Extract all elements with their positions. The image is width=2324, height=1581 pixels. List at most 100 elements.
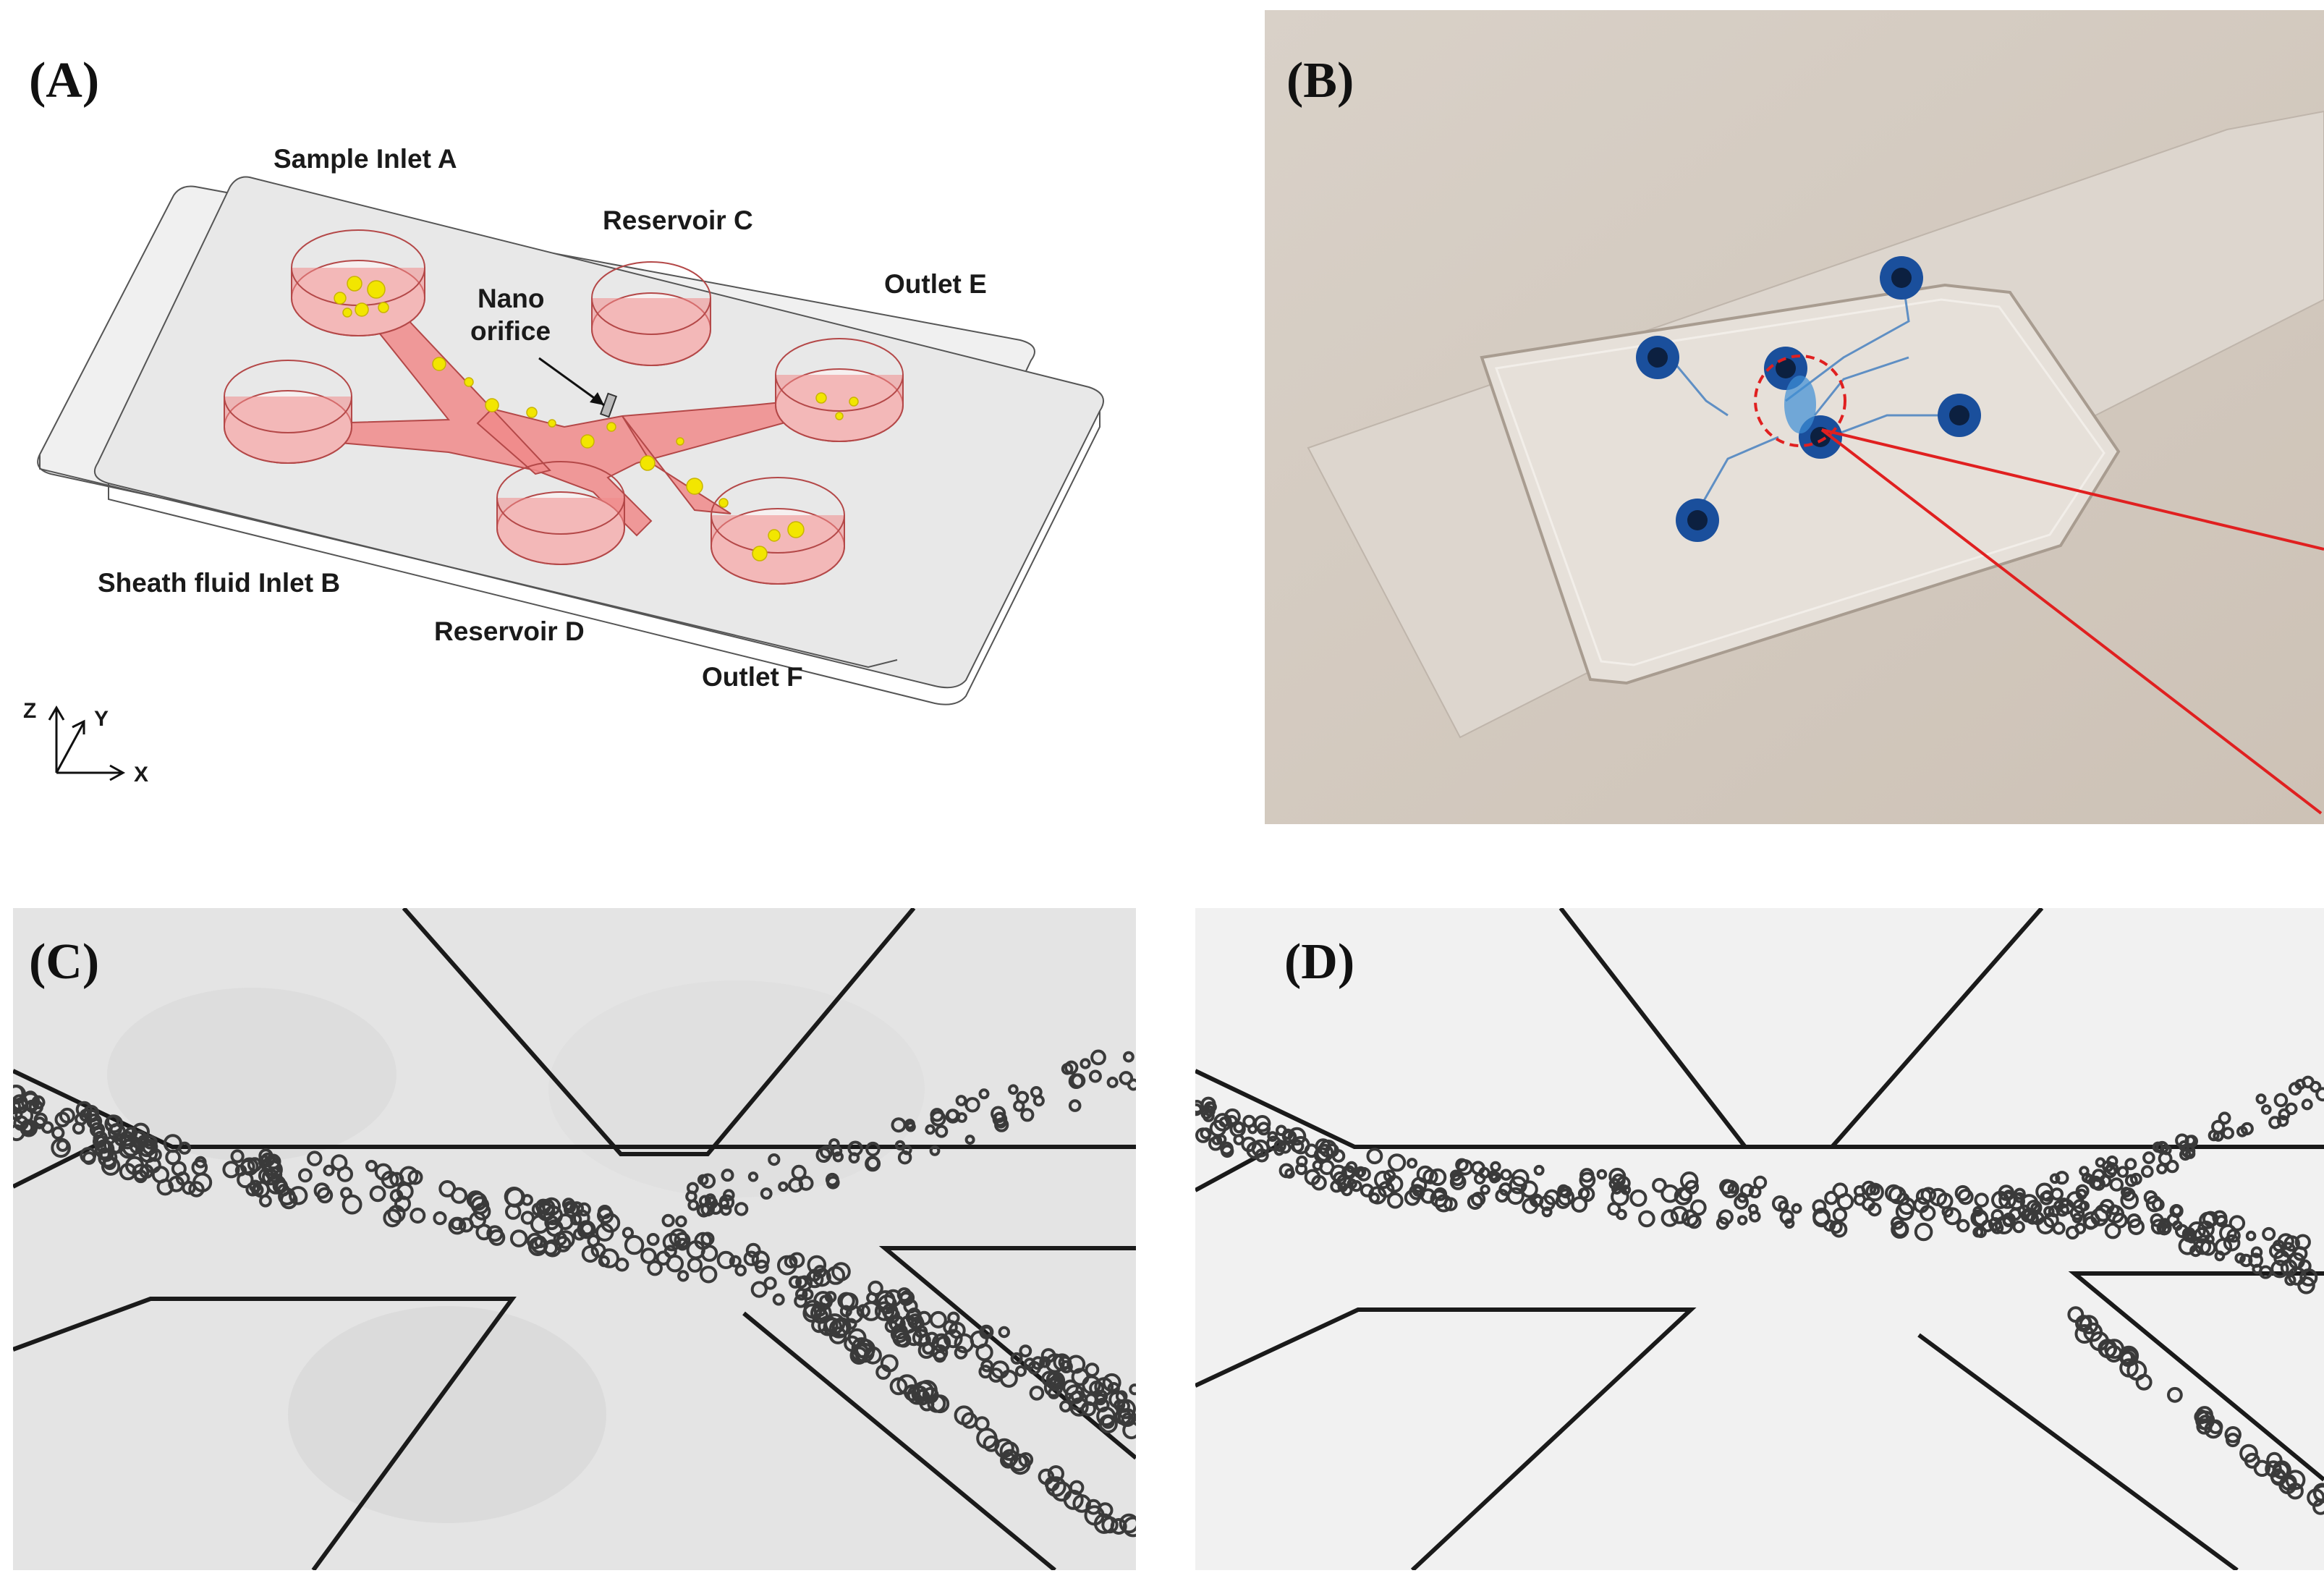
particle [1088, 1069, 1102, 1083]
panel-d-label: (D) [1284, 934, 1355, 990]
particle [902, 1145, 912, 1156]
particle [686, 1240, 705, 1260]
particle [1045, 1353, 1065, 1373]
channel-walls-d [1195, 908, 2324, 1570]
particle [531, 1202, 546, 1216]
particle [1031, 1356, 1046, 1370]
particle [2058, 1198, 2069, 1208]
particle [2184, 1135, 2196, 1146]
particle [687, 1182, 699, 1195]
channel-walls-c [13, 908, 1136, 1570]
panel-a-label: (A) [29, 53, 100, 109]
particle [1488, 1170, 1499, 1182]
particle [646, 1233, 660, 1246]
particle [1596, 1169, 1608, 1180]
particle [2315, 1087, 2324, 1102]
particles [334, 276, 859, 561]
particle [433, 1211, 447, 1226]
particle [943, 1328, 963, 1349]
particle [1829, 1220, 1843, 1234]
particle [2186, 1232, 2197, 1244]
particle [2221, 1127, 2235, 1140]
particle [2258, 1265, 2273, 1279]
particle [2239, 1253, 2253, 1268]
particle [134, 1169, 148, 1184]
particle [2002, 1215, 2014, 1228]
particle [1200, 1096, 1216, 1112]
particle [1998, 1184, 2015, 1201]
coordinate-axes [48, 705, 126, 781]
particle [2065, 1226, 2079, 1239]
particle [1471, 1192, 1486, 1207]
particle [2156, 1220, 2172, 1236]
particle [721, 1169, 734, 1182]
particle [2049, 1173, 2061, 1184]
particle [1824, 1190, 1839, 1205]
particle [624, 1234, 645, 1255]
particle [448, 1216, 467, 1235]
particle [2169, 1204, 2184, 1218]
particle [2152, 1198, 2165, 1211]
axis-y-label: Y [94, 707, 109, 731]
particle [1018, 1452, 1034, 1467]
particle [1898, 1197, 1916, 1216]
particle [666, 1255, 684, 1273]
particle [2043, 1205, 2055, 1218]
particle [831, 1262, 851, 1281]
particle [1093, 1513, 1115, 1534]
particle [866, 1292, 878, 1304]
particle [2301, 1098, 2313, 1111]
particle [1404, 1190, 1421, 1206]
particle [1579, 1171, 1596, 1189]
particle [194, 1156, 207, 1169]
particle [2012, 1220, 2025, 1234]
particle [2239, 1444, 2258, 1463]
particle [1832, 1182, 1849, 1199]
particle [1213, 1113, 1232, 1132]
particle [674, 1232, 691, 1249]
particle [847, 1140, 863, 1156]
particle [999, 1441, 1019, 1461]
particle [949, 1321, 966, 1339]
particle [1068, 1099, 1082, 1112]
label-outlet-f: Outlet F [702, 662, 803, 692]
particle [1097, 1502, 1114, 1518]
particle [2287, 1266, 2307, 1286]
particle [1101, 1415, 1115, 1429]
particle [929, 1310, 947, 1328]
particle [1974, 1192, 1989, 1208]
particle [2095, 1157, 2106, 1168]
particle [1739, 1183, 1755, 1198]
particle [929, 1145, 941, 1156]
particle [1071, 1368, 1090, 1386]
particle [2108, 1204, 2120, 1216]
particle [1407, 1158, 1418, 1169]
particle [245, 1182, 260, 1197]
particle [1753, 1175, 1768, 1190]
particle [2141, 1165, 2154, 1178]
particle [279, 1191, 298, 1210]
particle [1304, 1143, 1319, 1158]
particle [716, 1250, 735, 1269]
particle [1970, 1209, 1989, 1228]
label-nano-orifice-line1: Nano [478, 284, 545, 313]
particle [1990, 1208, 2004, 1223]
particle [526, 1232, 543, 1250]
particle [955, 1095, 967, 1106]
particle [1954, 1184, 1971, 1202]
particle [1129, 1383, 1136, 1396]
particle [1325, 1143, 1339, 1158]
particle [1336, 1174, 1352, 1190]
particle [564, 1201, 580, 1218]
particle [51, 1126, 65, 1140]
particle [2224, 1426, 2242, 1444]
particle [1009, 1453, 1028, 1472]
particle [669, 1228, 688, 1247]
particle [2262, 1226, 2276, 1241]
particle [1095, 1389, 1108, 1403]
particle [1506, 1187, 1524, 1205]
particle [1914, 1222, 1933, 1242]
particle [1652, 1177, 1667, 1193]
particle [931, 1333, 951, 1352]
particle [734, 1202, 749, 1216]
